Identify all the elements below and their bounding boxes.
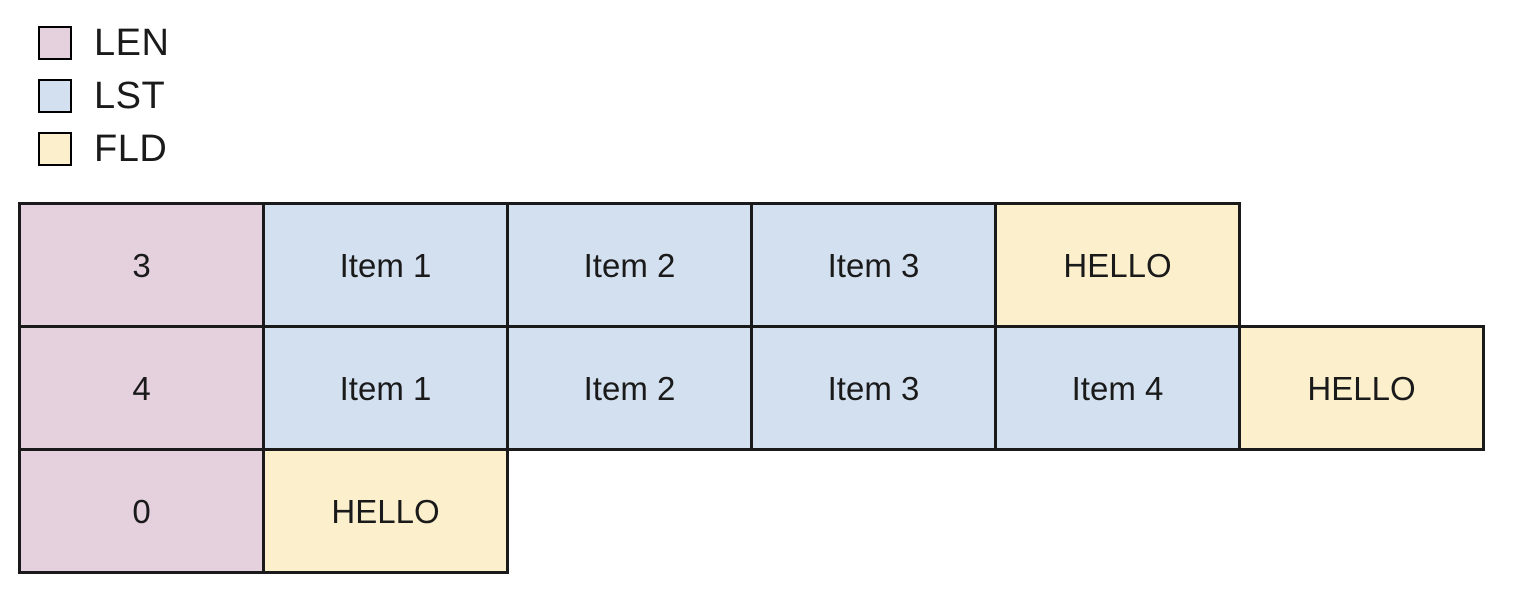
table-cell-lst: Item 1 <box>262 325 509 451</box>
legend-item-label: LST <box>94 75 166 117</box>
table-cell-fld: HELLO <box>1238 325 1485 451</box>
legend-item-label: LEN <box>94 22 170 64</box>
table-cell-lst: Item 2 <box>506 202 753 328</box>
table-cell-lst: Item 1 <box>262 202 509 328</box>
legend-item-fld: FLD <box>38 128 338 170</box>
legend-item-label: FLD <box>94 128 168 170</box>
table-cell-lst: Item 3 <box>750 202 997 328</box>
table-cell-lst: Item 4 <box>994 325 1241 451</box>
table-cell-lst: Item 2 <box>506 325 753 451</box>
table-cell-len: 4 <box>18 325 265 451</box>
table-cell-fld: HELLO <box>262 448 509 574</box>
legend-item-len: LEN <box>38 22 338 64</box>
table-cell-len: 0 <box>18 448 265 574</box>
legend-swatch-len-icon <box>38 26 72 60</box>
legend-swatch-lst-icon <box>38 79 72 113</box>
table-cell-fld: HELLO <box>994 202 1241 328</box>
table-cell-len: 3 <box>18 202 265 328</box>
legend: LEN LST FLD <box>38 22 338 185</box>
legend-item-lst: LST <box>38 75 338 117</box>
table-cell-lst: Item 3 <box>750 325 997 451</box>
legend-swatch-fld-icon <box>38 132 72 166</box>
